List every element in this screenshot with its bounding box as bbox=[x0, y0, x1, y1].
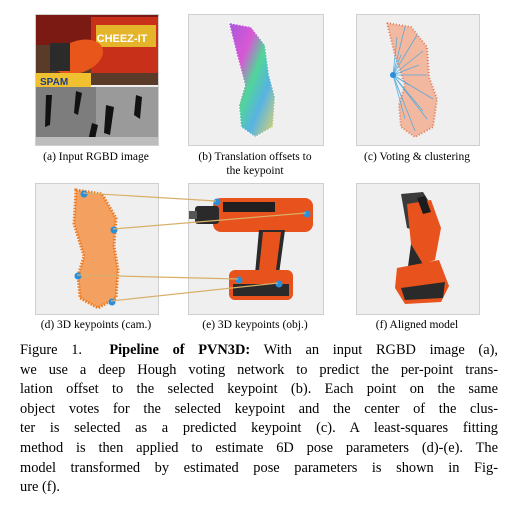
vote-lines bbox=[392, 26, 434, 132]
caption-line-2: we use a deep Hough voting network to pr… bbox=[20, 361, 498, 378]
caption-line-4: object votes for the selected keypoint a… bbox=[20, 400, 498, 417]
keypoint-e2 bbox=[303, 210, 311, 218]
caption-line-3: lation offset to the selected keypoint (… bbox=[20, 381, 498, 398]
drill-model bbox=[189, 198, 313, 300]
caption-d: (d) 3D keypoints (cam.) bbox=[40, 319, 152, 331]
caption-text-1: With an input RGBD image (a), bbox=[263, 342, 498, 358]
figure-label: Figure 1. bbox=[20, 342, 83, 358]
caption-a: (a) Input RGBD image bbox=[43, 151, 149, 163]
keypoint-e4 bbox=[275, 280, 283, 288]
caption-line-6: method is then applied to estimate 6D po… bbox=[20, 439, 498, 456]
caption-b-line1: (b) Translation offsets to bbox=[198, 151, 312, 163]
voted-keypoint bbox=[390, 72, 396, 78]
caption-line-7: model transformed by estimated pose para… bbox=[20, 459, 498, 476]
keypoint-d3 bbox=[74, 272, 82, 280]
rgbd-image: CHEEZ-IT SPAM bbox=[36, 15, 158, 145]
caption-c: (c) Voting & clustering bbox=[364, 151, 470, 163]
caption-b: (b) Translation offsets to the keypoint bbox=[188, 150, 322, 178]
offset-point-cloud bbox=[227, 22, 276, 138]
panel-b-translation-offsets bbox=[188, 14, 324, 146]
caption-e: (e) 3D keypoints (obj.) bbox=[202, 319, 308, 331]
panel-c-voting-clustering bbox=[356, 14, 480, 146]
caption-line-1: Figure 1. Pipeline of PVN3D: With an inp… bbox=[20, 341, 498, 361]
keypoint-d4 bbox=[108, 298, 116, 306]
caption-b-line2: the keypoint bbox=[226, 165, 284, 177]
keypoint-d2 bbox=[110, 226, 118, 234]
aligned-drill bbox=[395, 192, 449, 304]
panel-a-input-rgbd: CHEEZ-IT SPAM bbox=[35, 14, 159, 146]
keypoint-e3 bbox=[235, 276, 243, 284]
panel-d-keypoints-cam bbox=[35, 183, 159, 315]
voting-point-cloud bbox=[385, 21, 439, 139]
panel-f-aligned-model bbox=[356, 183, 480, 315]
keypoint-d1 bbox=[80, 190, 88, 198]
caption-f: (f) Aligned model bbox=[375, 319, 459, 331]
cheezit-box-text: CHEEZ-IT bbox=[97, 33, 148, 45]
panel-e-keypoints-obj bbox=[188, 183, 324, 315]
caption-line-8: ure (f). bbox=[20, 479, 60, 496]
figure-caption: Figure 1. Pipeline of PVN3D: With an inp… bbox=[20, 341, 498, 498]
camera-point-cloud bbox=[72, 188, 120, 310]
caption-line-5: ter is selected as a predicted keypoint … bbox=[20, 420, 498, 437]
keypoint-e1 bbox=[213, 198, 221, 206]
figure-title: Pipeline of PVN3D: bbox=[109, 342, 251, 358]
spam-can-text: SPAM bbox=[40, 77, 68, 88]
